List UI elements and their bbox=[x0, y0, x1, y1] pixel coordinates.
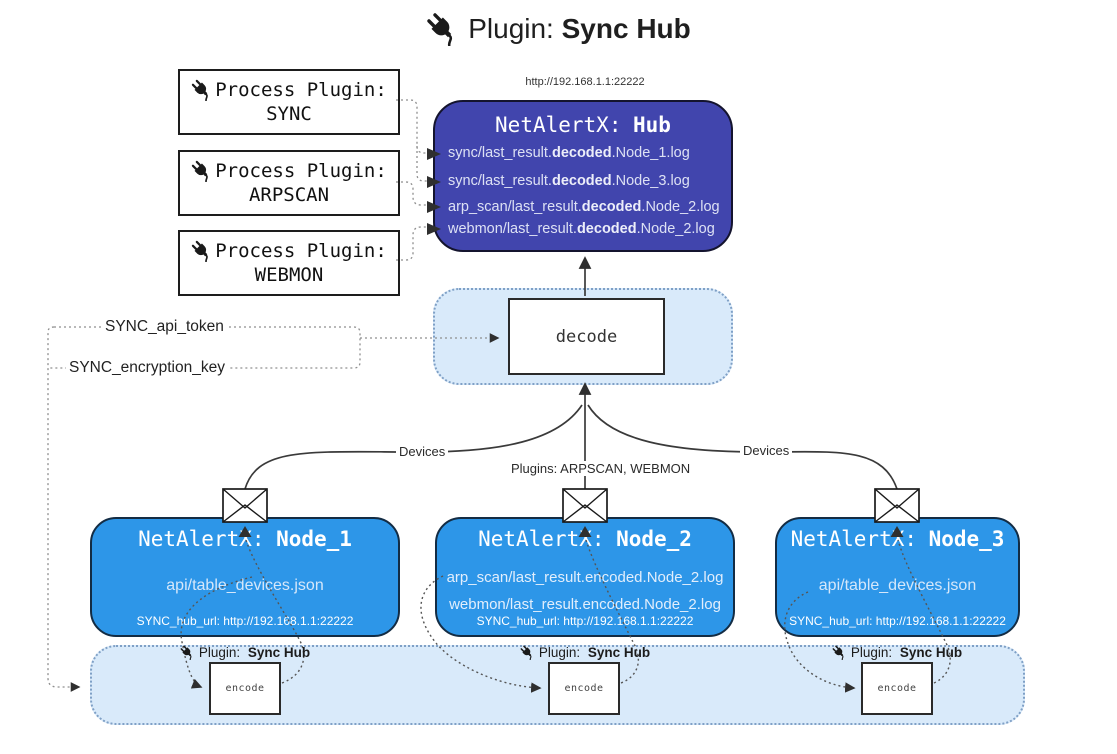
sync-encryption-key-label: SYNC_encryption_key bbox=[66, 359, 228, 377]
sync-hub-plugin-label-2: Plugin: Sync Hub bbox=[505, 645, 665, 660]
encode-label: encode bbox=[225, 683, 265, 694]
edge-sync-line1 bbox=[396, 99, 427, 154]
hub-log-line-3: arp_scan/last_result.decoded.Node_2.log bbox=[448, 199, 720, 215]
edge-arpscan-line3 bbox=[396, 181, 427, 206]
node-3-footer: SYNC_hub_url: http://192.168.1.1:22222 bbox=[789, 614, 1006, 628]
node-3-title: NetAlertX:Node_3 bbox=[790, 527, 1005, 551]
plug-icon bbox=[191, 240, 213, 262]
plug-icon bbox=[180, 645, 195, 660]
decode-label: decode bbox=[555, 326, 618, 347]
encode-box-1: encode bbox=[209, 662, 281, 715]
page-title-text: Plugin: Sync Hub bbox=[468, 13, 691, 45]
node-1-footer: SYNC_hub_url: http://192.168.1.1:22222 bbox=[136, 614, 354, 628]
node-1-box: NetAlertX:Node_1 api/table_devices.json … bbox=[90, 517, 400, 637]
edge-sync-line2 bbox=[416, 146, 427, 182]
hub-box: NetAlertX: Hub sync/last_result.decoded.N… bbox=[433, 100, 733, 252]
encode-label: encode bbox=[877, 683, 917, 694]
hub-title-prefix: NetAlertX: bbox=[495, 113, 622, 137]
node-1-title: NetAlertX:Node_1 bbox=[138, 527, 352, 551]
process-plugin-box-arpscan: Process Plugin: ARPSCAN bbox=[178, 150, 400, 216]
node-2-box: NetAlertX:Node_2 arp_scan/last_result.en… bbox=[435, 517, 735, 637]
decode-box: decode bbox=[508, 298, 665, 375]
node-2-footer: SYNC_hub_url: http://192.168.1.1:22222 bbox=[476, 614, 694, 628]
hub-url-label: http://192.168.1.1:22222 bbox=[525, 76, 645, 88]
node-2-line-1: arp_scan/last_result.encoded.Node_2.log bbox=[446, 569, 724, 586]
process-plugin-label: Process Plugin: bbox=[215, 240, 387, 262]
edge-webmon-line4 bbox=[396, 226, 427, 261]
plug-icon bbox=[191, 79, 213, 101]
sync-hub-plugin-label-1: Plugin: Sync Hub bbox=[165, 645, 325, 660]
hub-log-line-4: webmon/last_result.decoded.Node_2.log bbox=[448, 221, 715, 237]
node-3-box: NetAlertX:Node_3 api/table_devices.json … bbox=[775, 517, 1020, 637]
process-plugin-box-webmon: Process Plugin: WEBMON bbox=[178, 230, 400, 296]
hub-title-name: Hub bbox=[633, 113, 671, 137]
page-title: Plugin: Sync Hub bbox=[0, 12, 1117, 46]
sync-hub-plugin-label-3: Plugin: Sync Hub bbox=[817, 645, 977, 660]
process-plugin-label: Process Plugin: bbox=[215, 160, 387, 182]
encode-box-3: encode bbox=[861, 662, 933, 715]
edge-token-to-encode-strip bbox=[47, 326, 81, 692]
node-2-line-2: webmon/last_result.encoded.Node_2.log bbox=[449, 596, 721, 613]
node-1-line: api/table_devices.json bbox=[166, 577, 324, 594]
encode-label: encode bbox=[564, 683, 604, 694]
node-3-line: api/table_devices.json bbox=[818, 577, 977, 594]
process-plugin-label: Process Plugin: bbox=[215, 79, 387, 101]
process-plugin-name: WEBMON bbox=[254, 264, 324, 286]
node-2-title: NetAlertX:Node_2 bbox=[478, 527, 692, 551]
page-title-prefix: Plugin: bbox=[468, 13, 554, 44]
process-plugin-name: SYNC bbox=[266, 103, 312, 125]
process-plugin-box-sync: Process Plugin: SYNC bbox=[178, 69, 400, 135]
devices-label-left: Devices bbox=[396, 444, 449, 459]
devices-label-right: Devices bbox=[740, 443, 793, 458]
page-title-name: Sync Hub bbox=[561, 13, 691, 44]
hub-log-line-1: sync/last_result.decoded.Node_1.log bbox=[448, 145, 690, 161]
plugins-label-center: Plugins: ARPSCAN, WEBMON bbox=[508, 461, 694, 476]
plug-icon bbox=[426, 12, 460, 46]
sync-api-token-label: SYNC_api_token bbox=[102, 318, 227, 336]
hub-title: NetAlertX: Hub bbox=[435, 113, 731, 137]
plug-icon bbox=[832, 645, 847, 660]
plug-icon bbox=[191, 160, 213, 182]
plug-icon bbox=[520, 645, 535, 660]
encode-box-2: encode bbox=[548, 662, 620, 715]
hub-log-line-2: sync/last_result.decoded.Node_3.log bbox=[448, 173, 690, 189]
process-plugin-name: ARPSCAN bbox=[248, 184, 330, 206]
